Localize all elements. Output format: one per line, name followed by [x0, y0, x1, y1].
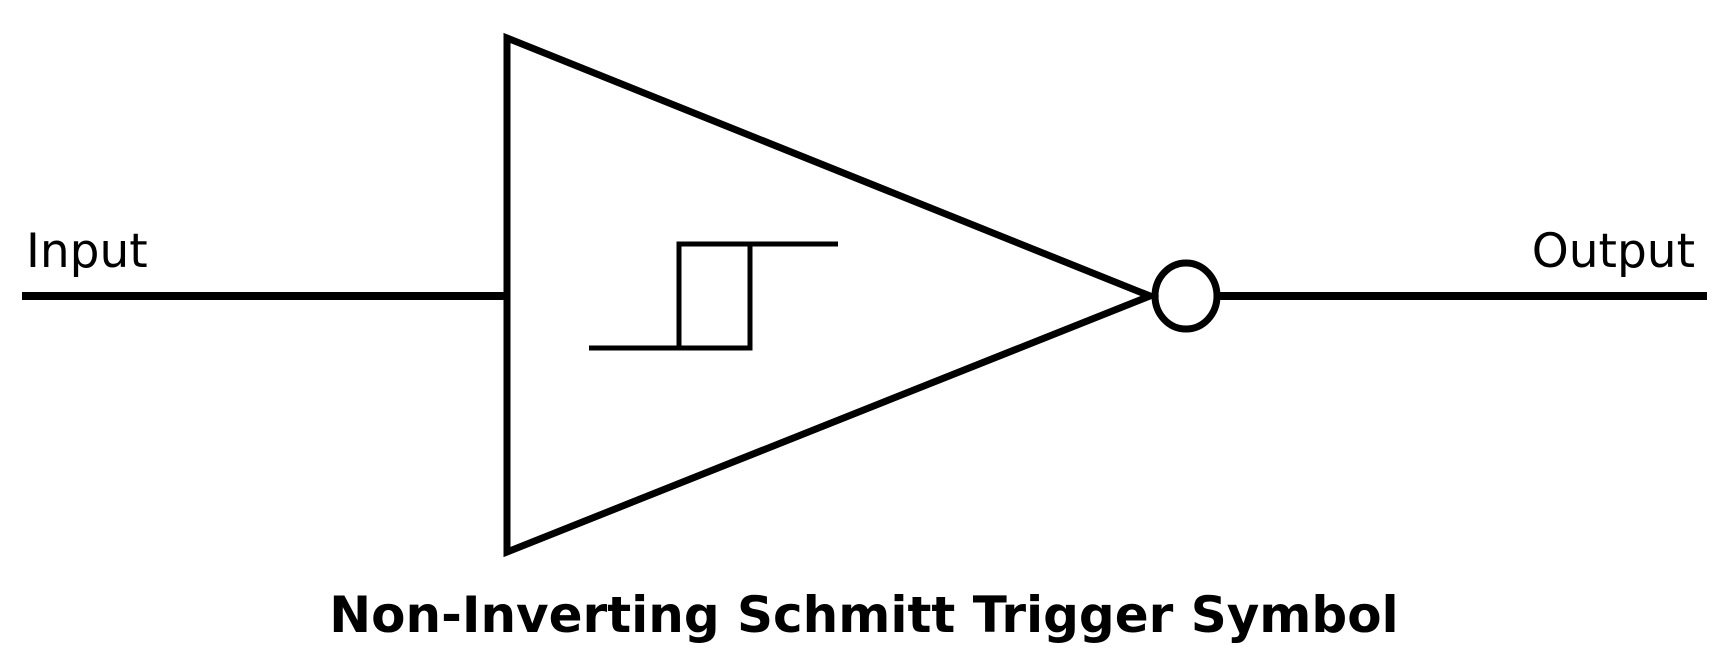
hysteresis-curve-upper [676, 241, 750, 348]
output-label: Output [1532, 224, 1695, 279]
output-bubble [1151, 259, 1221, 333]
hysteresis-symbol [589, 241, 838, 351]
hysteresis-curve-lower [589, 241, 838, 351]
buffer-triangle [503, 32, 1160, 558]
input-label: Input [26, 224, 148, 279]
diagram-caption: Non-Inverting Schmitt Trigger Symbol [329, 586, 1398, 644]
